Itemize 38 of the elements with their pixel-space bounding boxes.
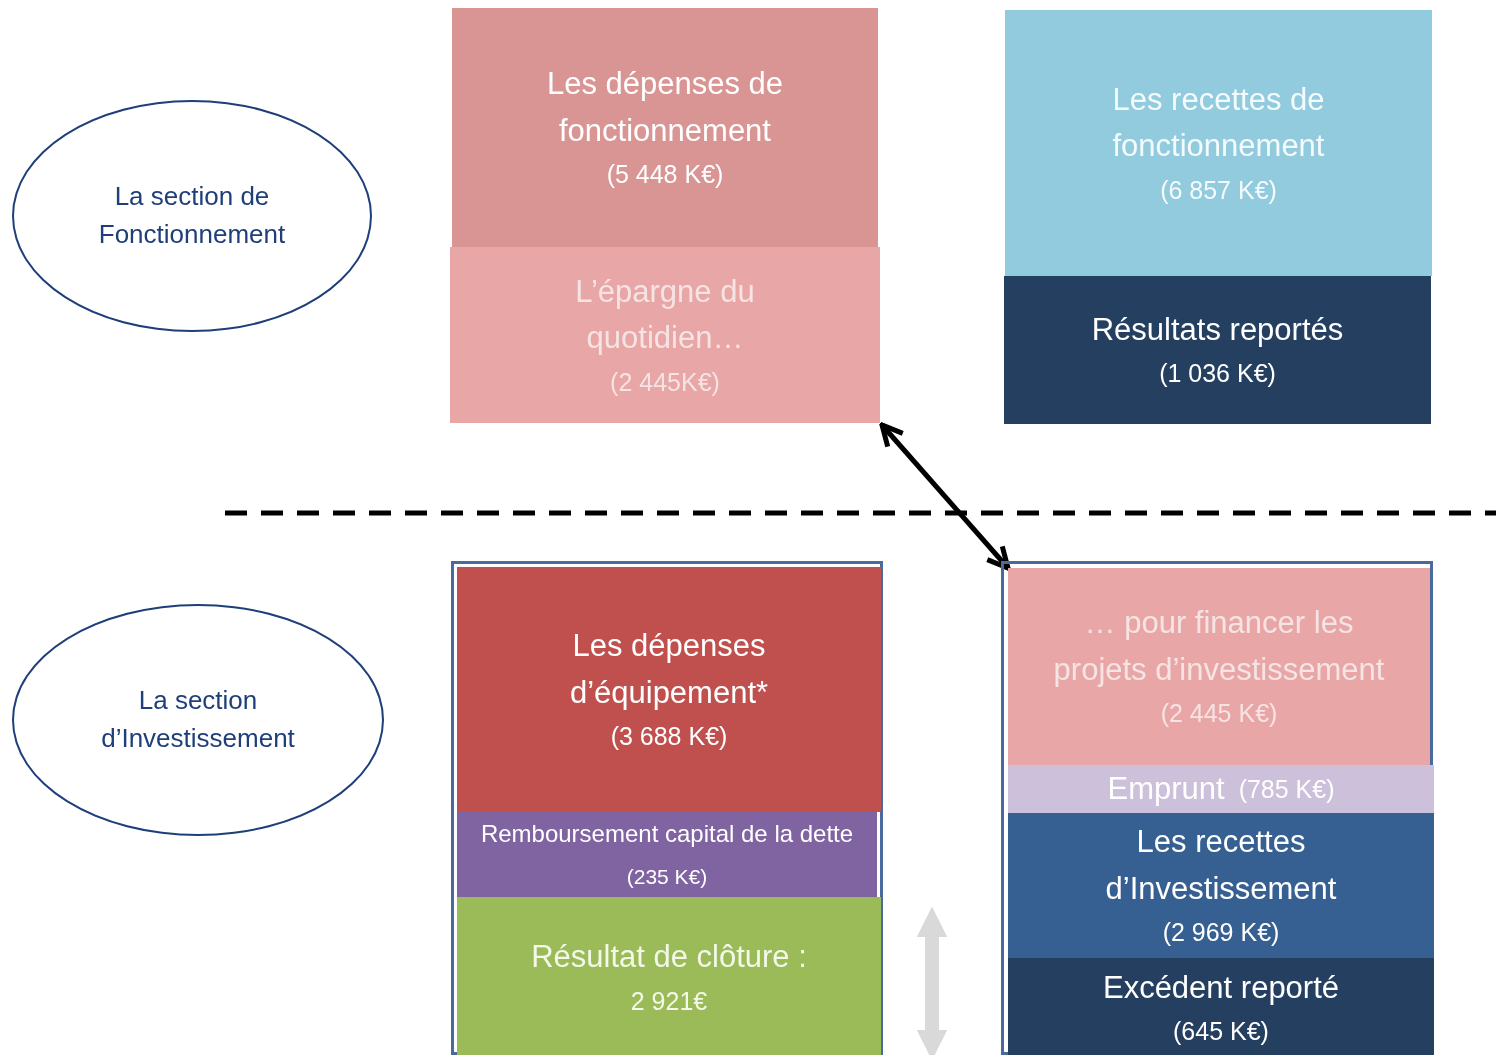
budget-block — [1005, 10, 1432, 276]
block-title: Résultat de clôture : — [531, 938, 807, 977]
budget-block — [1008, 568, 1430, 765]
amount-text: (645 K€) — [1173, 1016, 1269, 1048]
block-title: Excédent reporté — [1102, 968, 1340, 1007]
budget-block — [457, 812, 877, 897]
block-title: Les recettes de fonctionnement — [1111, 80, 1326, 165]
budget-block — [1008, 813, 1434, 958]
block-title: Les dépenses de fonctionnement — [545, 65, 785, 150]
amount-text: (6 857 K€) — [1160, 174, 1277, 206]
amount-text: (2 445 K€) — [1160, 698, 1278, 729]
frame-box — [1001, 561, 1433, 1055]
amount-text: (3 688 K€) — [610, 721, 728, 752]
amount-text: (1 036 K€) — [1159, 358, 1276, 390]
amount-text: (785 K€) — [1238, 773, 1335, 805]
budget-block — [1008, 765, 1434, 813]
amount-text: (2 445K€) — [610, 366, 720, 398]
arrow — [879, 422, 1011, 571]
block-title: Les recettes d’Investissement — [1104, 823, 1338, 908]
block-title: La section de Fonctionnement — [97, 180, 287, 251]
budget-block — [452, 8, 878, 247]
budget-block — [457, 897, 881, 1055]
frame-box — [451, 561, 883, 1055]
amount-text: (2 969 K€) — [1162, 917, 1280, 948]
block-title: Les dépenses d’équipement* — [568, 627, 770, 712]
budget-block — [1008, 958, 1434, 1055]
budget-block — [450, 247, 880, 423]
amount-text: (235 K€) — [626, 863, 708, 890]
block-title: Emprunt — [1107, 770, 1225, 809]
budget-block — [1004, 276, 1431, 424]
amount-text: (5 448 K€) — [606, 159, 724, 190]
block-title: Remboursement capital de la dette — [480, 819, 854, 850]
block-title: Résultats reportés — [1091, 310, 1344, 349]
amount-text: 2 921€ — [630, 985, 708, 1017]
block-title: … pour financer les projets d’investissement — [1052, 604, 1386, 689]
budget-block — [457, 567, 881, 812]
block-title: La section d’Investissement — [100, 684, 296, 755]
block-title: L’épargne du quotidien… — [574, 272, 756, 357]
